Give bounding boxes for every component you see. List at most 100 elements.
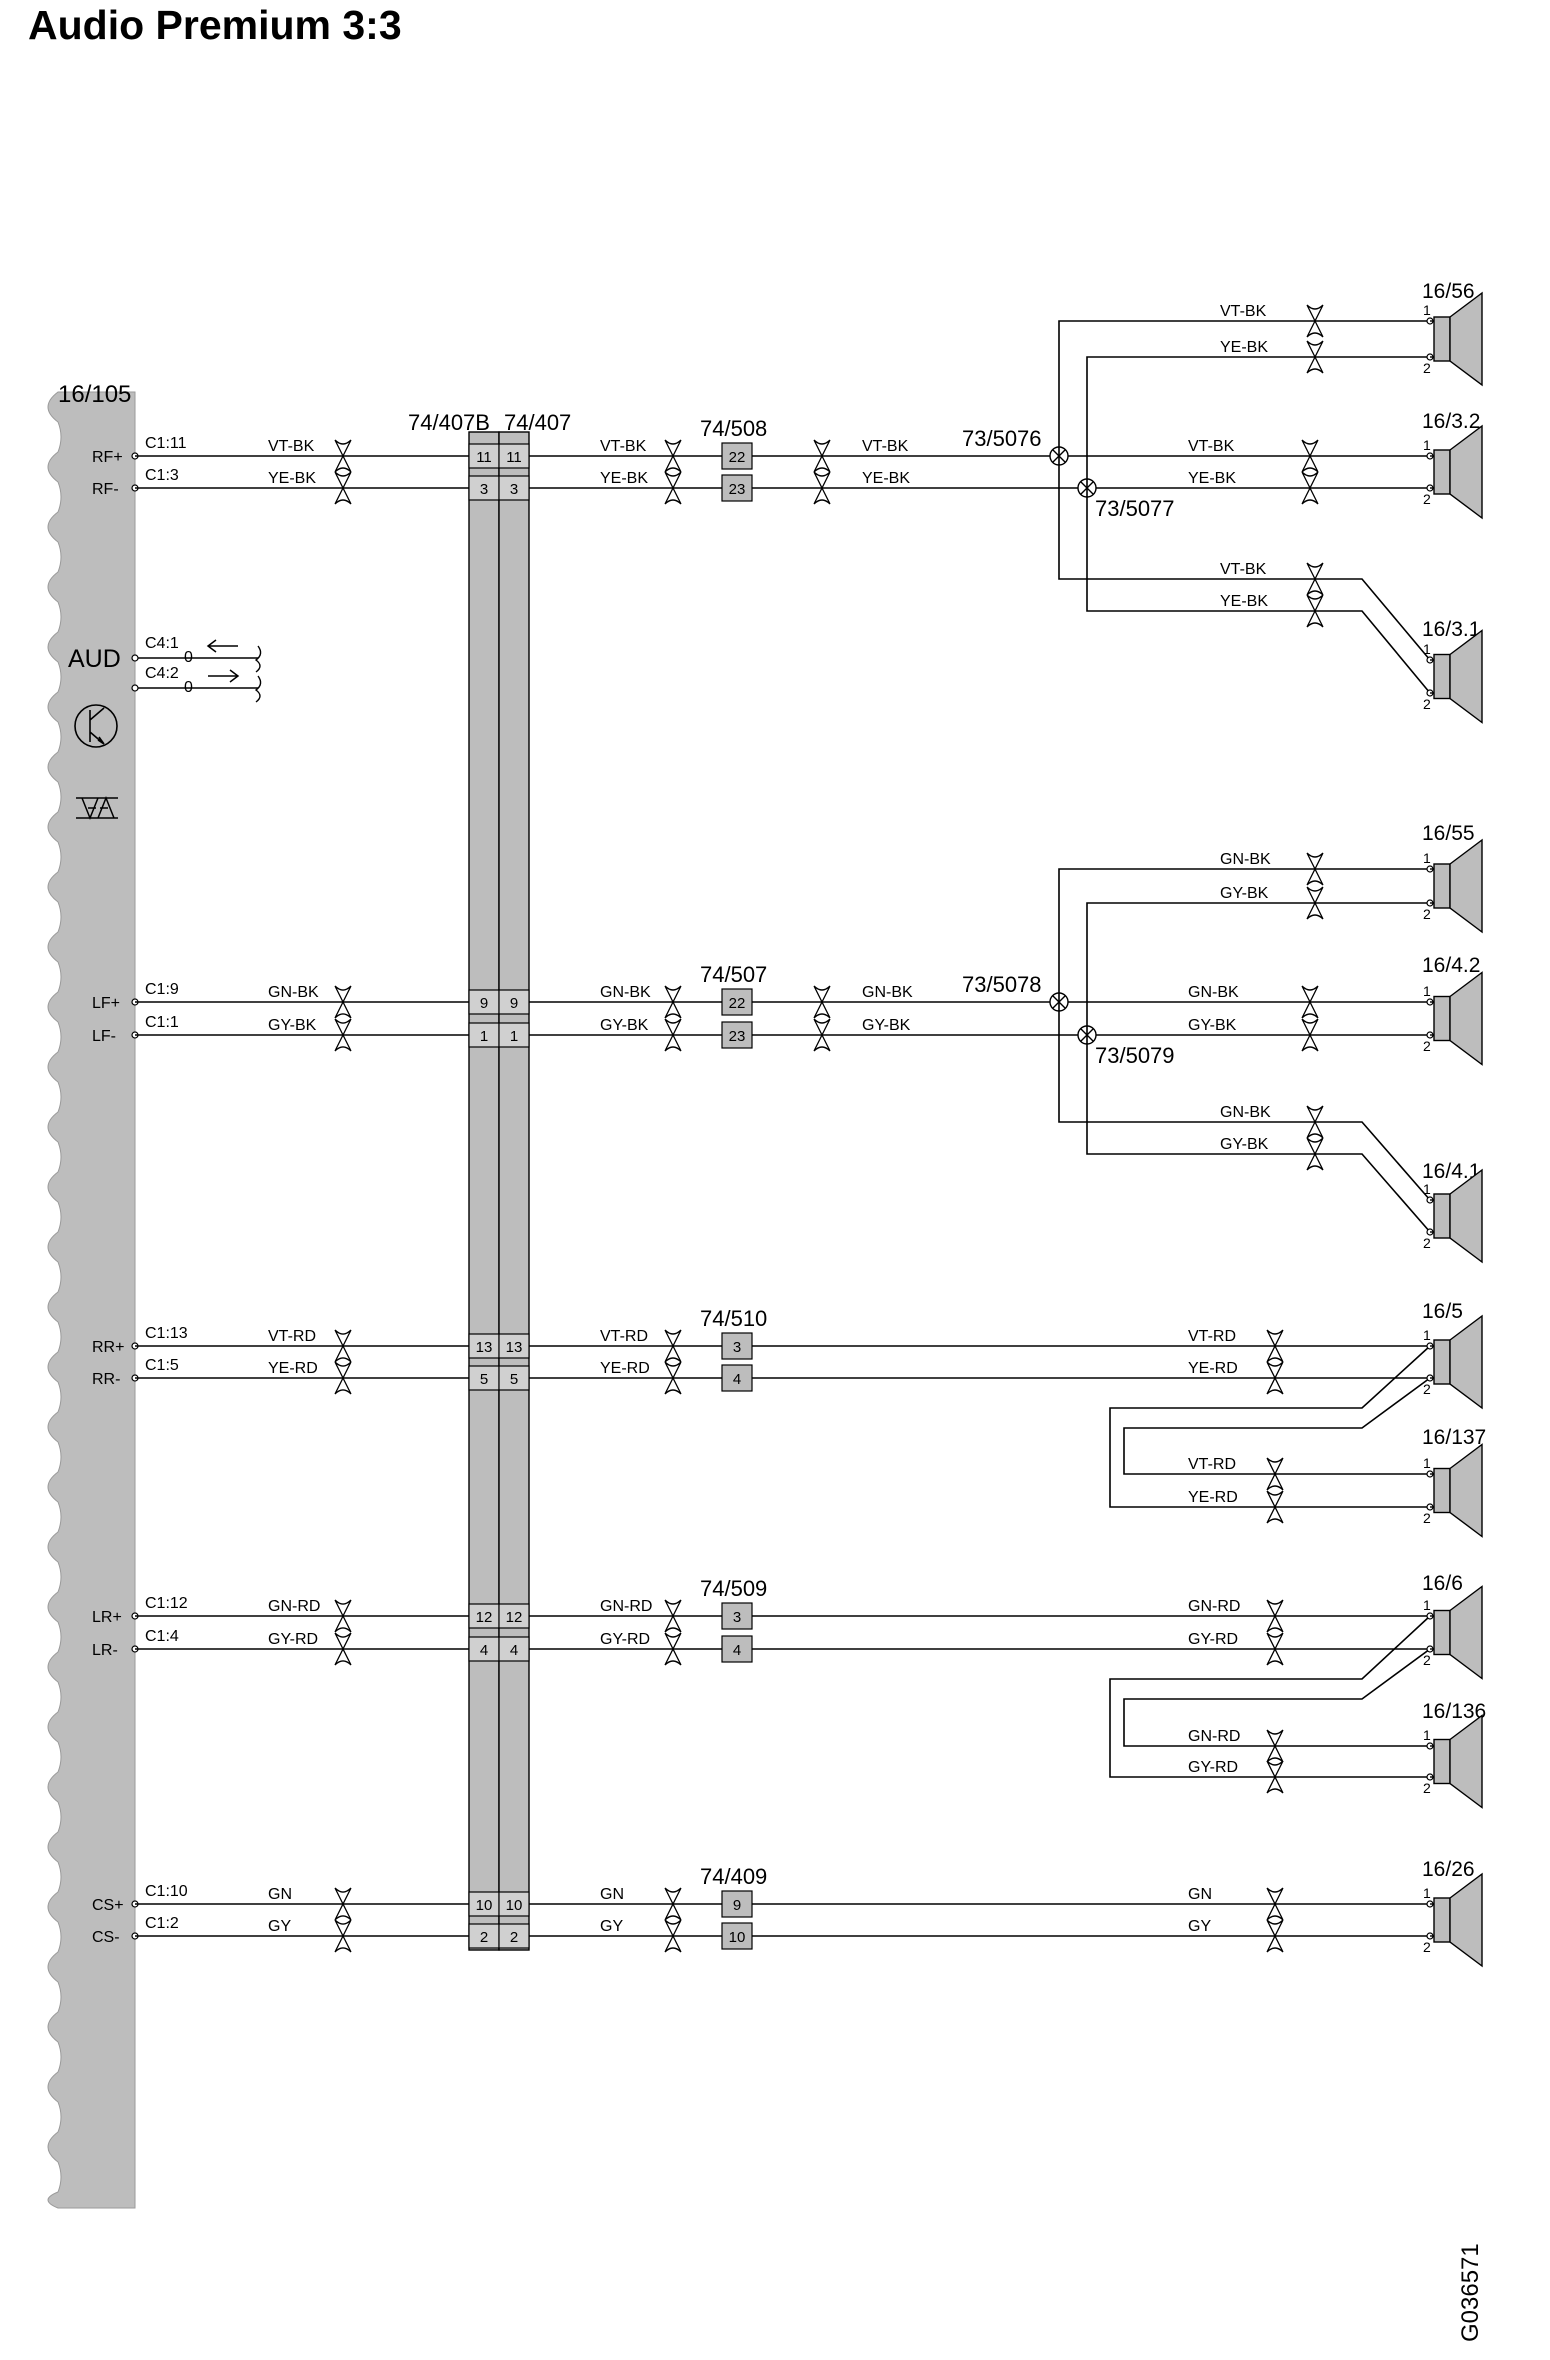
branch-wire-upper-pos <box>1058 868 1430 1002</box>
module-pin-code: C1:4 <box>145 1628 179 1645</box>
pin-cell <box>721 1021 753 1049</box>
speaker-terminal-2: 2 <box>1423 1381 1431 1397</box>
speaker-id: 16/6 <box>1422 1572 1463 1595</box>
twisted-pair-mark <box>664 1632 682 1666</box>
wire-color-label: GN-RD <box>1188 1728 1240 1745</box>
speaker-16-6: 16/612 <box>1422 1572 1483 1680</box>
module-pin-name: RF+ <box>92 449 123 466</box>
twisted-pair-mark <box>1266 1632 1284 1666</box>
pin-number-407b: 10 <box>476 1897 493 1914</box>
speaker-terminal-1: 1 <box>1423 1727 1431 1743</box>
pin-number-407: 10 <box>506 1897 523 1914</box>
twisted-pair-mark <box>1266 1329 1284 1363</box>
twisted-pair-mark <box>1306 886 1324 920</box>
connector-74-407 <box>498 431 530 1951</box>
pin-cell <box>721 988 753 1016</box>
twisted-pair-mark <box>664 1887 682 1921</box>
wire-color-label: GY <box>1188 1918 1211 1935</box>
module-pin-name: RR+ <box>92 1339 124 1356</box>
speaker-16-3-1: 16/3.112 <box>1422 618 1483 724</box>
module-pin-name: LR+ <box>92 1609 122 1626</box>
speaker-cone <box>1449 1443 1483 1538</box>
speaker-terminal-2: 2 <box>1423 906 1431 922</box>
connector-label-conn2: 74/508 <box>700 416 767 441</box>
twisted-pair-mark <box>813 1018 831 1052</box>
branch-wire-lower-neg <box>1086 488 1431 694</box>
connector-label-conn2: 74/409 <box>700 1864 767 1889</box>
module-pin-code: C1:5 <box>145 1357 179 1374</box>
figure-code: G036571 <box>1457 2243 1484 2342</box>
connector-label-conn2: 74/509 <box>700 1576 767 1601</box>
module-pin-name: LF+ <box>92 995 120 1012</box>
speaker-cone <box>1449 629 1483 724</box>
pin-cell <box>468 989 500 1015</box>
speaker-magnet <box>1433 449 1451 495</box>
module-pin-code: C1:9 <box>145 981 179 998</box>
pin-cell <box>498 989 530 1015</box>
pin-number-407: 3 <box>510 481 518 498</box>
wire-color-label: GN-BK <box>1220 1104 1271 1121</box>
speaker-terminal-1: 1 <box>1423 302 1431 318</box>
twisted-pair-mark <box>1306 562 1324 596</box>
pin-cell <box>721 1332 753 1360</box>
page-title: Audio Premium 3:3 <box>28 2 402 48</box>
speaker-terminal-2: 2 <box>1423 1780 1431 1796</box>
pin-cell <box>468 1891 500 1917</box>
twisted-pair-mark <box>813 439 831 473</box>
partner-wire-pos <box>1123 1648 1431 1747</box>
wire-color-label: GN-RD <box>1188 1598 1240 1615</box>
branch-wire-upper-neg <box>1086 902 1430 1035</box>
splice-label-a: 73/5076 <box>962 426 1042 451</box>
pin-number-407b: 12 <box>476 1609 493 1626</box>
partner-wire-neg <box>1109 1345 1431 1508</box>
twisted-pair-mark <box>1266 1887 1284 1921</box>
pin-cell <box>721 1602 753 1630</box>
connector-74-407b <box>468 431 500 1951</box>
wire-color-label: GN-RD <box>268 1598 320 1615</box>
speaker-terminal-1: 1 <box>1423 1597 1431 1613</box>
pin-number-407b: 2 <box>480 1929 488 1946</box>
twisted-pair-mark <box>1306 594 1324 628</box>
pin-number-407b: 4 <box>480 1642 488 1659</box>
pin-cell <box>468 1636 500 1662</box>
speaker-id: 16/136 <box>1422 1700 1486 1723</box>
speaker-cone <box>1449 1714 1483 1809</box>
speaker-cone <box>1449 1585 1483 1680</box>
speaker-id: 16/5 <box>1422 1300 1463 1323</box>
control-pin-label: C4:1 <box>145 635 179 652</box>
wire-color-label: VT-RD <box>600 1328 648 1345</box>
module-pin-name: LR- <box>92 1642 118 1659</box>
speaker-cone <box>1449 971 1483 1066</box>
twisted-pair-mark <box>664 471 682 505</box>
module-pin-name: CS- <box>92 1929 120 1946</box>
speaker-id: 16/137 <box>1422 1426 1486 1449</box>
twisted-pair-mark <box>334 1018 352 1052</box>
wire-color-label: GY-RD <box>268 1631 318 1648</box>
wire-color-label: GN-BK <box>268 984 319 1001</box>
pin-number-conn2: 23 <box>729 481 746 498</box>
pin-cell <box>498 1923 530 1949</box>
partner-wire-neg <box>1109 1615 1431 1778</box>
control-pin-label: C4:2 <box>145 665 179 682</box>
partner-wire-pos <box>1123 1377 1431 1475</box>
pin-number-407: 13 <box>506 1339 523 1356</box>
pin-number-conn2: 9 <box>733 1897 741 1914</box>
wire-color-label: GY-RD <box>600 1631 650 1648</box>
speaker-terminal-2: 2 <box>1423 1038 1431 1054</box>
wire-color-label: VT-RD <box>1188 1456 1236 1473</box>
speaker-terminal-1: 1 <box>1423 1885 1431 1901</box>
connector-label-conn2: 74/510 <box>700 1306 767 1331</box>
speaker-16-5: 16/512 <box>1422 1300 1483 1410</box>
speaker-16-4-1: 16/4.112 <box>1422 1160 1483 1264</box>
pin-cell <box>498 1603 530 1629</box>
twisted-pair-mark <box>1301 471 1319 505</box>
speaker-magnet <box>1433 1897 1451 1943</box>
wire-color-label: GN <box>600 1886 624 1903</box>
pin-number-407: 11 <box>506 449 522 466</box>
module-pin-name: RF- <box>92 481 119 498</box>
speaker-cone <box>1449 291 1483 387</box>
speaker-terminal-2: 2 <box>1423 360 1431 376</box>
